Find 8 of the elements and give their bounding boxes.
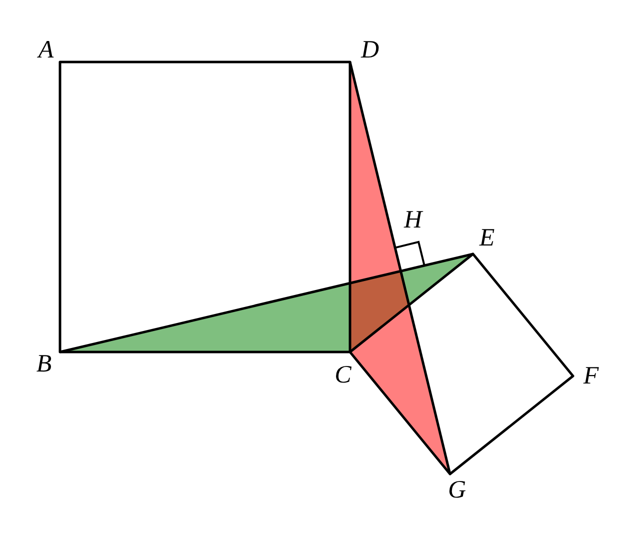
point-label: C (334, 362, 352, 388)
point-label: E (479, 226, 495, 250)
point-label: B (36, 352, 52, 376)
point-label: D (360, 38, 380, 62)
point-label: A (38, 38, 54, 62)
point-label: G (448, 478, 466, 502)
point-label: F (583, 364, 599, 388)
point-label: H (404, 208, 422, 232)
